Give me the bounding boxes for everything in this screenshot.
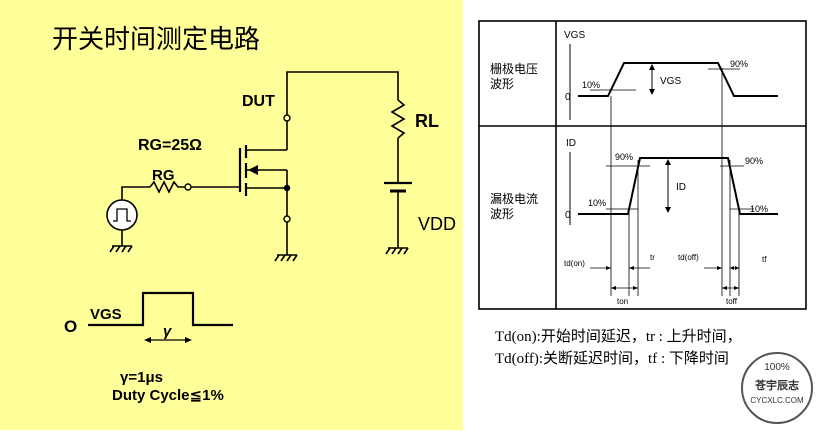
id-10pct-left-label: 10%	[588, 198, 606, 208]
vgs-zero-label: 0	[565, 92, 571, 103]
pulse-width-value: γ=1μs	[120, 369, 163, 386]
id-zero-label: 0	[565, 210, 571, 221]
circuit-title: 开关时间测定电路	[52, 25, 260, 55]
gate-terminal	[184, 183, 192, 191]
rg-value-label: RG=25Ω	[138, 137, 202, 154]
circuit-nodes	[184, 114, 291, 223]
id-waveform-subtitle: 波形	[490, 207, 514, 221]
watermark-url: CYCXLC.COM	[750, 396, 804, 405]
timing-arrows	[590, 266, 739, 290]
id-axis-label: ID	[566, 138, 576, 149]
id-amplitude-label: ID	[676, 182, 686, 193]
test-circuit-diagram: 开关时间测定电路	[52, 25, 456, 404]
watermark-percent: 100%	[764, 362, 790, 373]
rl-label: RL	[415, 111, 439, 131]
pulse-gamma-label: γ	[163, 323, 173, 340]
id-10pct-right-label: 10%	[750, 204, 768, 214]
junction-dot	[283, 184, 291, 192]
gate-pulse-waveform: O VGS γ	[64, 291, 233, 343]
duty-cycle-text: Duty Cycle≦1%	[112, 387, 224, 404]
dut-label: DUT	[242, 93, 275, 110]
vgs-waveform	[578, 62, 778, 97]
vgs-axis-label: VGS	[564, 30, 585, 41]
id-90pct-left-label: 90%	[615, 152, 633, 162]
tr-label: tr	[650, 253, 655, 262]
pulse-zero-label: O	[64, 317, 77, 336]
vgs-waveform-subtitle: 波形	[490, 77, 514, 91]
circuit-wiring	[109, 71, 412, 262]
pulse-vgs-label: VGS	[90, 306, 122, 323]
vgs-waveform-title: 栅极电压	[490, 61, 538, 76]
watermark-name: 苍宇辰志	[755, 380, 799, 392]
toff-label: toff	[726, 297, 738, 306]
source-terminal	[283, 215, 291, 223]
td-on-label: td(on)	[564, 259, 585, 268]
caption-line-1: Td(on):开始时间延迟，tr : 上升时间，	[495, 329, 742, 345]
id-90pct-right-label: 90%	[745, 156, 763, 166]
vdd-label: VDD	[418, 214, 456, 234]
waveform-frame	[478, 20, 807, 310]
vgs-amplitude-label: VGS	[660, 76, 681, 87]
id-waveform-title: 漏极电流	[490, 192, 538, 206]
caption-line-2: Td(off):关断延迟时间，tf : 下降时间	[495, 351, 729, 367]
ton-label: ton	[617, 297, 628, 306]
rg-label: RG	[152, 167, 175, 184]
drain-terminal	[283, 114, 291, 122]
waveform-diagram: 栅极电压 波形 VGS 0 10% 90% VGS 漏极电流 波形 ID 0 9…	[478, 20, 807, 310]
vgs-90pct-label: 90%	[730, 59, 748, 69]
id-waveform	[578, 157, 778, 215]
td-off-label: td(off)	[678, 253, 699, 262]
vgs-10pct-label: 10%	[582, 80, 600, 90]
pulse-generator-icon	[106, 199, 138, 231]
tf-label: tf	[762, 255, 767, 264]
timing-guides	[610, 68, 740, 296]
watermark-seal: 100% 苍宇辰志 CYCXLC.COM	[741, 352, 813, 424]
mosfet-body-arrow	[248, 165, 258, 175]
